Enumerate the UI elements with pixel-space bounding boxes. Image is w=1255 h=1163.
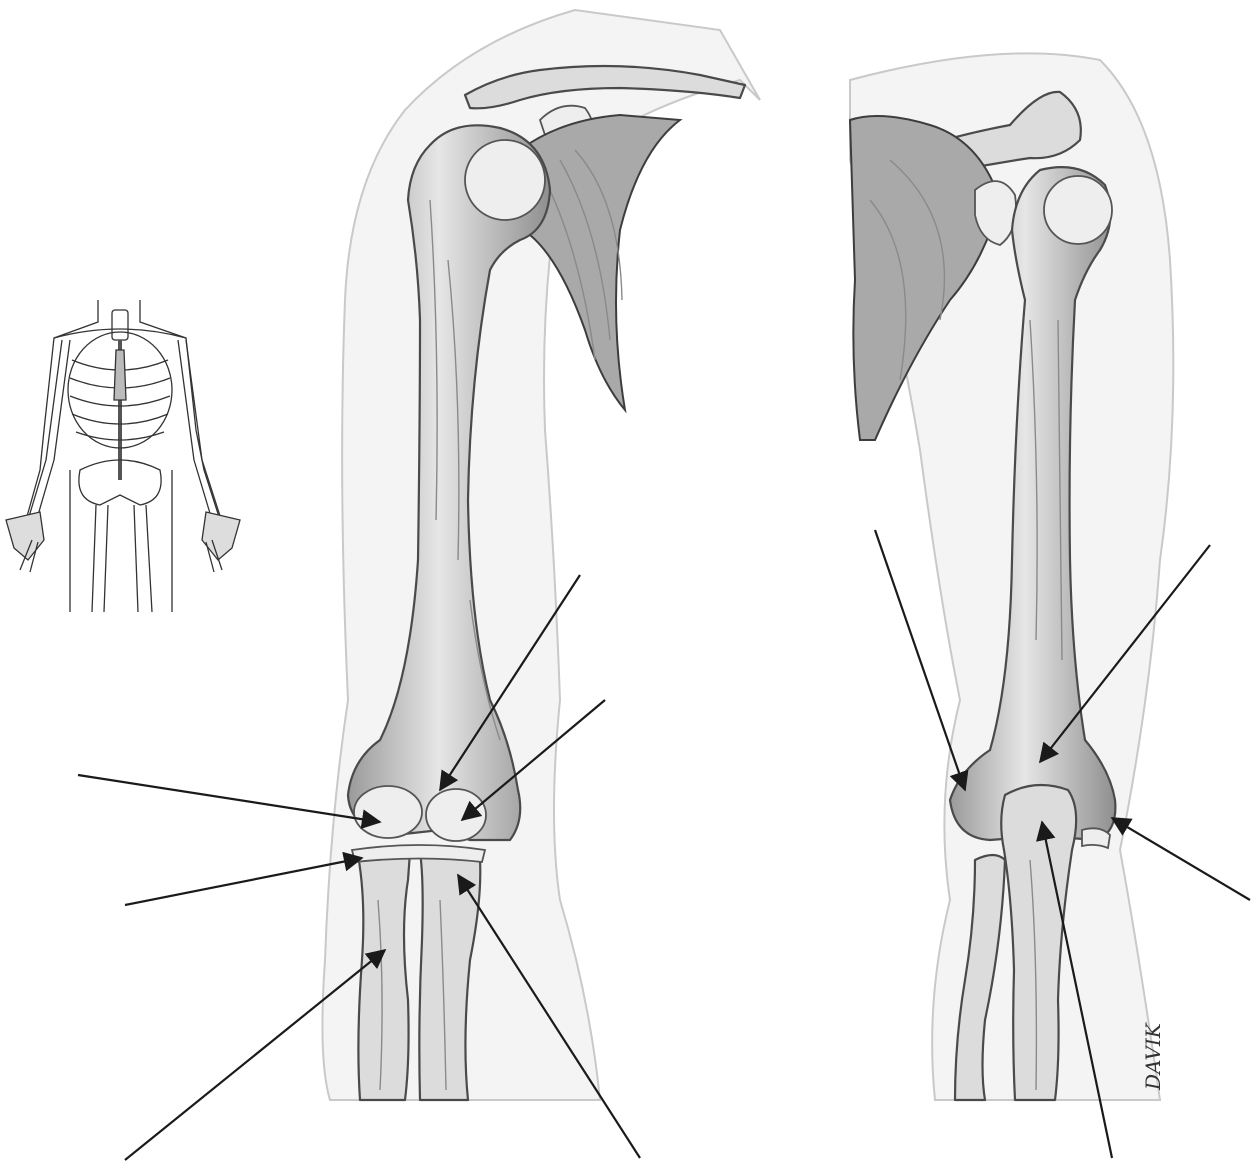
capitulum bbox=[354, 786, 422, 838]
artist-signature: DAVIK bbox=[1141, 1022, 1165, 1091]
trochlea bbox=[426, 789, 486, 841]
anterior-arm-view bbox=[78, 10, 760, 1160]
leader-line-1 bbox=[78, 775, 380, 822]
skeleton-thumbnail-icon bbox=[6, 300, 240, 612]
leader-line-2 bbox=[125, 858, 362, 905]
posterior-arm-view: DAVIK bbox=[850, 53, 1250, 1158]
leader-line-9 bbox=[1112, 818, 1250, 900]
radius-anterior bbox=[358, 851, 410, 1100]
